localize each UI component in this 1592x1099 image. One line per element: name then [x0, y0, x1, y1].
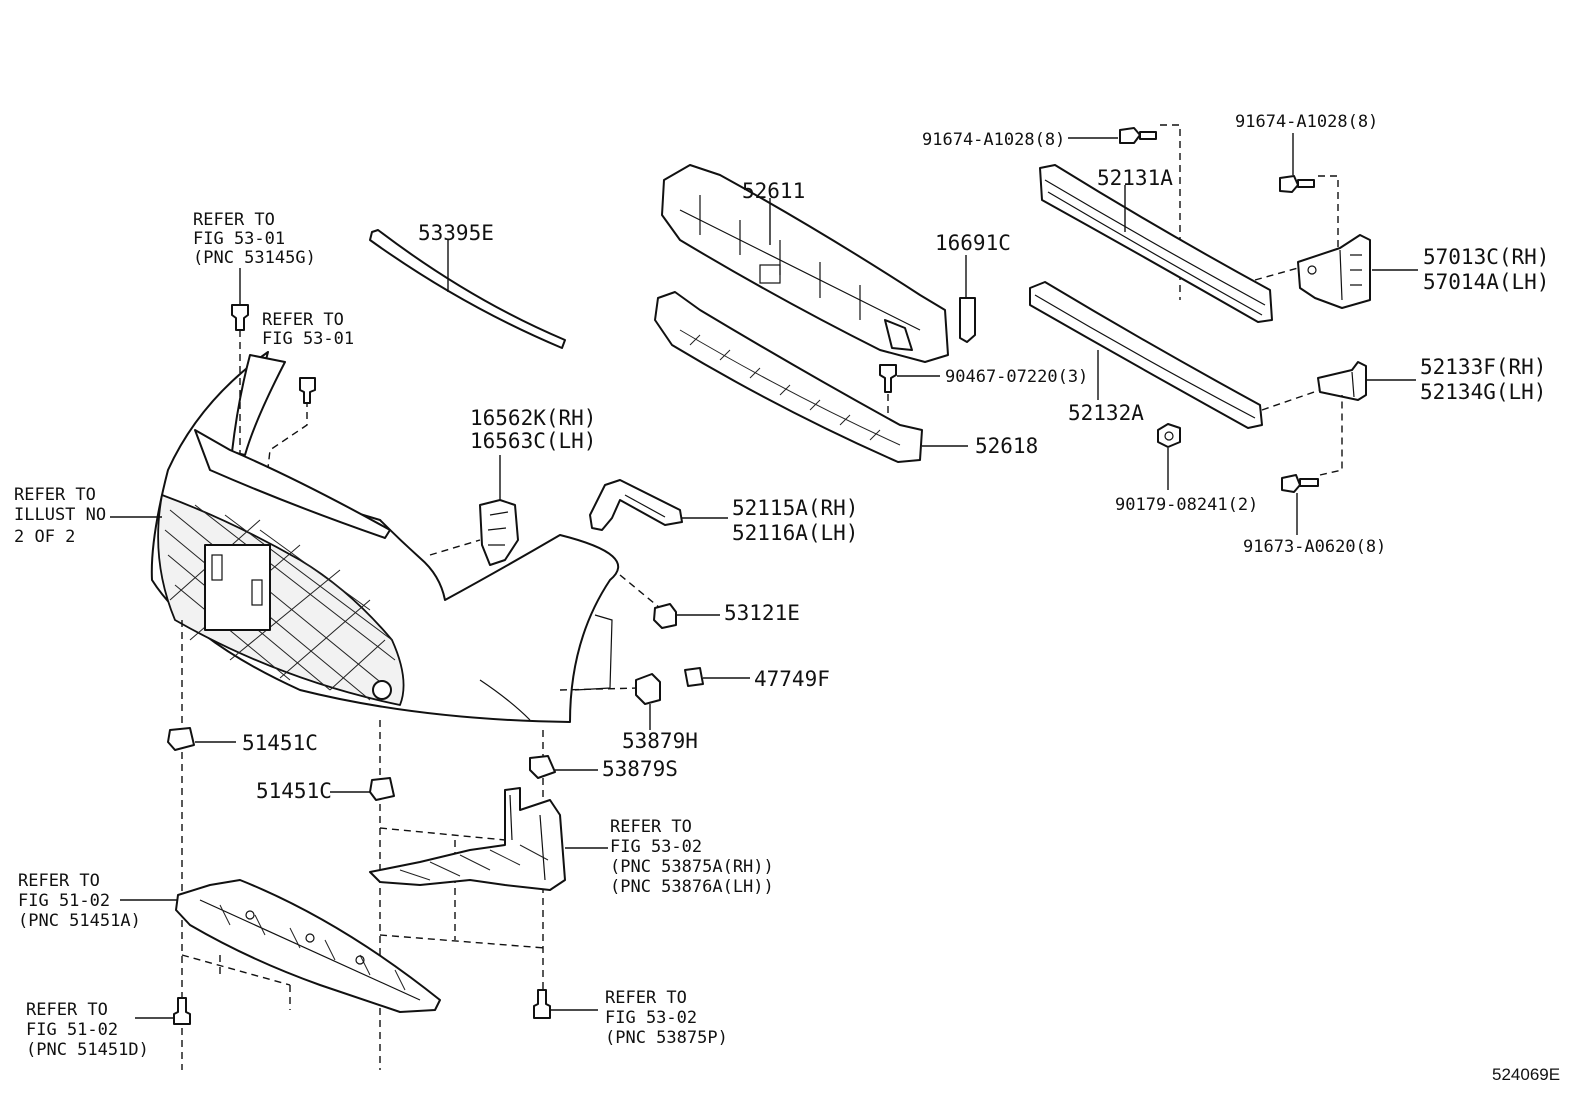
label-51451c-a: 51451C	[242, 731, 318, 755]
clip-53879s[interactable]	[529, 755, 556, 779]
label-91674-top: 91674-A1028(8)	[922, 130, 1065, 150]
fog-lamp-opening	[372, 680, 392, 700]
label-47749f: 47749F	[754, 667, 830, 691]
clip-90467[interactable]	[879, 364, 940, 420]
label-52116a: 52116A(LH)	[732, 521, 858, 545]
bracket-16691c[interactable]	[959, 255, 976, 343]
screw-51451d[interactable]	[173, 997, 191, 1025]
refer-fig-51-02-a[interactable]: REFER TO FIG 51-02 (PNC 51451A)	[18, 871, 141, 931]
diagram-id: 524069E	[1492, 1065, 1560, 1084]
label-57013c: 57013C(RH)	[1423, 245, 1549, 269]
beam-52132a[interactable]	[1029, 281, 1263, 429]
svg-text:FIG 53-02: FIG 53-02	[605, 1008, 697, 1028]
label-91673: 91673-A0620(8)	[1243, 537, 1386, 557]
svg-text:FIG 53-02: FIG 53-02	[610, 837, 702, 857]
clip-51451c-b[interactable]	[369, 777, 395, 801]
nut-47749f[interactable]	[684, 667, 704, 687]
extension-52133f[interactable]	[1317, 361, 1367, 401]
bolt-91674-top[interactable]	[1119, 127, 1157, 144]
label-16563c: 16563C(LH)	[470, 429, 596, 453]
refer-illust-2[interactable]: REFER TO ILLUST NO 2 OF 2	[14, 485, 162, 547]
bolt-91673[interactable]	[1281, 474, 1319, 493]
absorber-52618[interactable]	[654, 291, 923, 463]
nut-53121e[interactable]	[653, 603, 677, 629]
undercover-51451a[interactable]	[175, 879, 441, 1013]
svg-text:REFER TO: REFER TO	[262, 310, 344, 330]
svg-text:(PNC 53875P): (PNC 53875P)	[605, 1028, 728, 1048]
svg-text:(PNC 51451D): (PNC 51451D)	[26, 1040, 149, 1060]
label-57014a: 57014A(LH)	[1423, 270, 1549, 294]
svg-text:FIG 51-02: FIG 51-02	[26, 1020, 118, 1040]
clip-53145g[interactable]	[231, 268, 249, 331]
svg-text:(PNC 53876A(LH)): (PNC 53876A(LH))	[610, 877, 774, 897]
bolt-91674-right[interactable]	[1279, 175, 1315, 193]
refer-fig-53-01-top[interactable]: REFER TO FIG 53-01 (PNC 53145G)	[193, 210, 316, 268]
upper-molding-53395e[interactable]	[369, 229, 566, 349]
svg-text:REFER TO: REFER TO	[605, 988, 687, 1008]
svg-text:2 OF 2: 2 OF 2	[14, 527, 75, 547]
label-52133f: 52133F(RH)	[1420, 355, 1546, 379]
svg-text:(PNC 53145G): (PNC 53145G)	[193, 248, 316, 268]
svg-text:REFER TO: REFER TO	[26, 1000, 108, 1020]
clip-51451c-a[interactable]	[167, 727, 195, 751]
label-52132a: 52132A	[1068, 401, 1144, 425]
label-90179: 90179-08241(2)	[1115, 495, 1258, 515]
nut-90179[interactable]	[1157, 423, 1181, 448]
label-90467: 90467-07220(3)	[945, 367, 1088, 387]
svg-text:REFER TO: REFER TO	[14, 485, 96, 505]
svg-text:REFER TO: REFER TO	[610, 817, 692, 837]
label-53395e: 53395E	[418, 221, 494, 245]
bumper-cover[interactable]	[150, 351, 620, 723]
svg-text:(PNC 53875A(RH)): (PNC 53875A(RH))	[610, 857, 774, 877]
svg-text:FIG 53-01: FIG 53-01	[193, 229, 285, 249]
label-53879s: 53879S	[602, 757, 678, 781]
retainer-52115a[interactable]	[589, 479, 683, 531]
label-91674-right: 91674-A1028(8)	[1235, 112, 1378, 132]
bracket-57013c[interactable]	[1297, 234, 1371, 309]
label-51451c-b: 51451C	[256, 779, 332, 803]
svg-text:REFER TO: REFER TO	[193, 210, 275, 230]
bracket-53879h[interactable]	[635, 673, 661, 705]
splash-shield-53875a[interactable]	[369, 787, 566, 891]
svg-text:ILLUST NO: ILLUST NO	[14, 505, 106, 525]
label-52131a: 52131A	[1097, 166, 1173, 190]
label-52618: 52618	[975, 434, 1038, 458]
refer-fig-53-02-right[interactable]: REFER TO FIG 53-02 (PNC 53875A(RH)) (PNC…	[610, 817, 774, 897]
svg-text:REFER TO: REFER TO	[18, 871, 100, 891]
label-16691c: 16691C	[935, 231, 1011, 255]
svg-text:FIG 51-02: FIG 51-02	[18, 891, 110, 911]
svg-text:(PNC 51451A): (PNC 51451A)	[18, 911, 141, 931]
absorber-52611[interactable]	[661, 164, 949, 363]
bracket-16562k[interactable]	[479, 499, 519, 566]
label-53879h: 53879H	[622, 729, 698, 753]
license-plate-area	[204, 544, 271, 631]
label-16562k: 16562K(RH)	[470, 406, 596, 430]
clip-fig-53-01[interactable]	[299, 377, 316, 404]
refer-fig-53-02-bottom[interactable]: REFER TO FIG 53-02 (PNC 53875P)	[605, 988, 728, 1048]
label-53121e: 53121E	[724, 601, 800, 625]
label-52134g: 52134G(LH)	[1420, 380, 1546, 404]
label-52115a: 52115A(RH)	[732, 496, 858, 520]
label-52611: 52611	[742, 179, 805, 203]
reinforcement-52131a[interactable]	[1039, 164, 1273, 323]
svg-text:FIG 53-01: FIG 53-01	[262, 329, 354, 349]
screw-53875p[interactable]	[533, 989, 551, 1019]
refer-fig-53-01-mid[interactable]: REFER TO FIG 53-01	[262, 310, 354, 349]
refer-fig-51-02-b[interactable]: REFER TO FIG 51-02 (PNC 51451D)	[26, 1000, 149, 1060]
